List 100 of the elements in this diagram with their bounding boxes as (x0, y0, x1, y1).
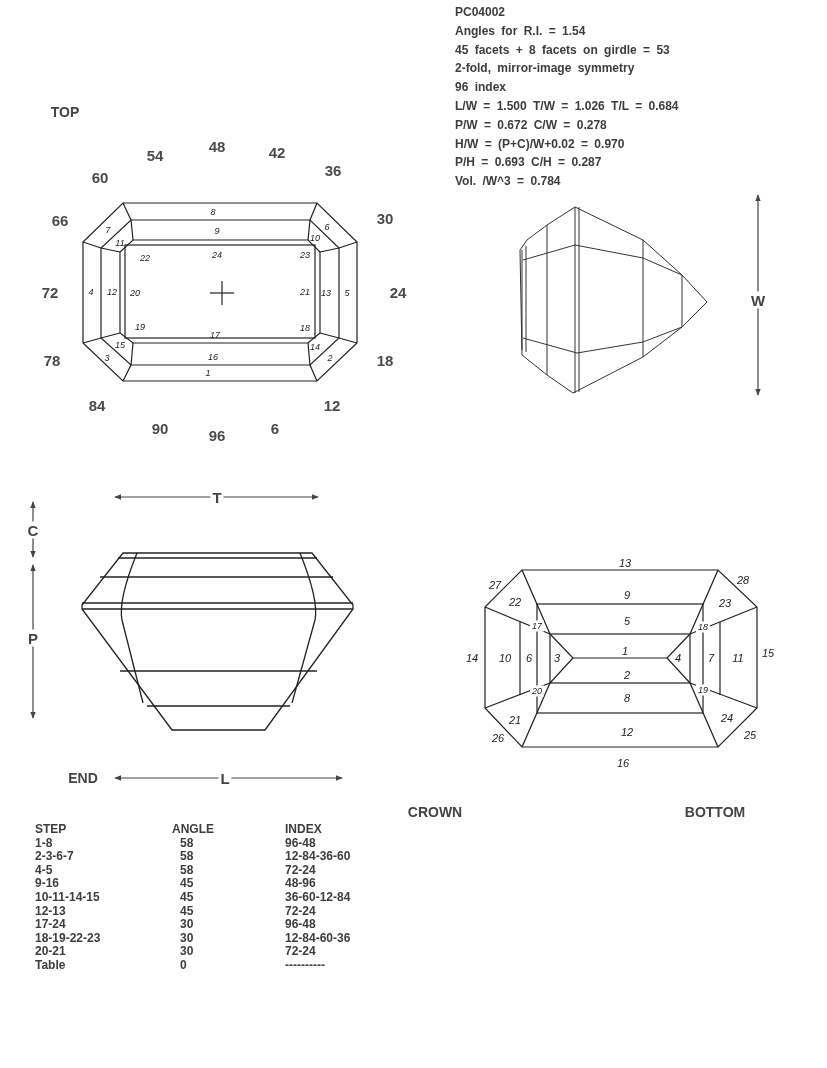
dimension-label: P (26, 629, 40, 647)
facet-number: 12 (620, 726, 634, 738)
spec-text: L/W = 1.500 T/W = 1.026 T/L = 0.684 (455, 100, 679, 112)
spec-text: P/H = 0.693 C/H = 0.287 (455, 156, 602, 169)
view-title: BOTTOM (684, 805, 746, 819)
table-cell: 4-5 (35, 863, 53, 876)
dimension-label: C (25, 521, 41, 539)
spec-text: PC04002 (455, 6, 506, 18)
facet-number: 9 (623, 589, 631, 601)
facet-number: 12 (107, 287, 117, 297)
facet-number: 17 (530, 620, 544, 632)
facet-number: 13 (321, 288, 331, 298)
table-cell: 18-19-22-23 (35, 931, 101, 944)
facet-number: 7 (707, 652, 715, 664)
index-number: 54 (146, 147, 164, 163)
facet-number: 26 (491, 732, 505, 744)
facet-number: 4 (88, 287, 94, 297)
table-cell: 30 (180, 918, 194, 931)
table-cell: 1-8 (35, 836, 53, 849)
index-number: 42 (268, 144, 286, 160)
facet-number: 25 (743, 729, 757, 741)
facet-number: 5 (623, 615, 631, 627)
table-cell: 17-24 (35, 918, 66, 931)
facet-number: 14 (310, 342, 320, 352)
facet-number: 24 (720, 712, 734, 724)
facet-number: 1 (621, 645, 629, 657)
table-cell: 72-24 (285, 945, 316, 958)
spec-text: 2-fold, mirror-image symmetry (455, 62, 635, 75)
facet-number: 18 (300, 323, 310, 333)
table-header: STEP (35, 823, 67, 835)
index-number: 84 (88, 397, 106, 413)
facet-number: 4 (674, 652, 682, 664)
table-cell: 12-84-60-36 (285, 931, 351, 944)
facet-number: 23 (718, 597, 732, 609)
facet-number: 27 (488, 579, 502, 591)
facet-number: 22 (140, 253, 150, 263)
dimension-label: W (748, 291, 768, 309)
table-cell: 12-13 (35, 904, 66, 917)
facet-number: 28 (736, 574, 750, 586)
facet-number: 20 (530, 685, 544, 697)
table-cell: 58 (180, 850, 194, 863)
index-number: 24 (389, 284, 407, 300)
index-number: 66 (51, 212, 69, 228)
index-number: 60 (91, 169, 109, 185)
facet-number: 15 (115, 340, 125, 350)
facet-number: 8 (210, 207, 216, 217)
spec-text: 45 facets + 8 facets on girdle = 53 (455, 43, 670, 56)
index-number: 12 (323, 397, 341, 413)
table-cell: 58 (180, 863, 194, 876)
facet-number: 9 (214, 226, 220, 236)
table-cell: 72-24 (285, 904, 316, 917)
index-number: 36 (324, 162, 342, 178)
table-cell: 96-48 (285, 918, 316, 931)
facet-number: 17 (210, 330, 220, 340)
index-number: 78 (43, 352, 61, 368)
facet-number: 15 (761, 647, 775, 659)
table-cell: 48-96 (285, 877, 316, 890)
table-cell: 96-48 (285, 836, 316, 849)
facet-number: 16 (616, 757, 630, 769)
table-cell: 9-16 (35, 877, 60, 890)
facet-number: 6 (324, 222, 330, 232)
index-number: 72 (41, 284, 59, 300)
table-cell: 2-3-6-7 (35, 850, 74, 863)
facet-number: 8 (623, 692, 631, 704)
table-cell: 10-11-14-15 (35, 891, 100, 903)
facet-number: 5 (344, 288, 350, 298)
index-number: 48 (208, 138, 226, 154)
spec-text: 96 index (455, 81, 507, 94)
facet-number: 2 (327, 353, 333, 363)
facet-number: 2 (623, 669, 631, 681)
table-header: ANGLE (172, 823, 214, 835)
index-number: 96 (208, 427, 226, 443)
index-number: 6 (270, 420, 280, 436)
table-cell: 30 (180, 931, 194, 944)
spec-text: Vol. /W^3 = 0.784 (455, 175, 561, 188)
facet-number: 23 (300, 250, 310, 260)
table-cell: 45 (180, 877, 194, 890)
table-cell: 30 (180, 945, 194, 958)
facet-number: 1 (205, 368, 211, 378)
table-cell: ---------- (285, 959, 325, 971)
table-cell: 0 (180, 959, 187, 971)
spec-text: H/W = (P+C)/W+0.02 = 0.970 (455, 137, 625, 150)
spec-text: P/W = 0.672 C/W = 0.278 (455, 118, 607, 131)
facet-number: 16 (208, 352, 218, 362)
facet-number: 11 (115, 238, 125, 248)
facet-number: 14 (465, 652, 479, 664)
table-cell: 20-21 (35, 945, 66, 958)
facet-number: 18 (696, 621, 710, 633)
index-number: 90 (151, 420, 169, 436)
view-title: TOP (50, 105, 80, 119)
facet-number: 3 (104, 353, 110, 363)
facet-number: 21 (300, 287, 310, 297)
table-cell: 36-60-12-84 (285, 891, 351, 903)
view-title: CROWN (407, 805, 463, 819)
table-cell: 58 (180, 836, 194, 849)
index-number: 18 (376, 352, 394, 368)
facet-number: 20 (130, 288, 140, 298)
table-cell: 45 (180, 891, 194, 903)
table-cell: 45 (180, 904, 194, 917)
facet-number: 19 (696, 684, 710, 696)
